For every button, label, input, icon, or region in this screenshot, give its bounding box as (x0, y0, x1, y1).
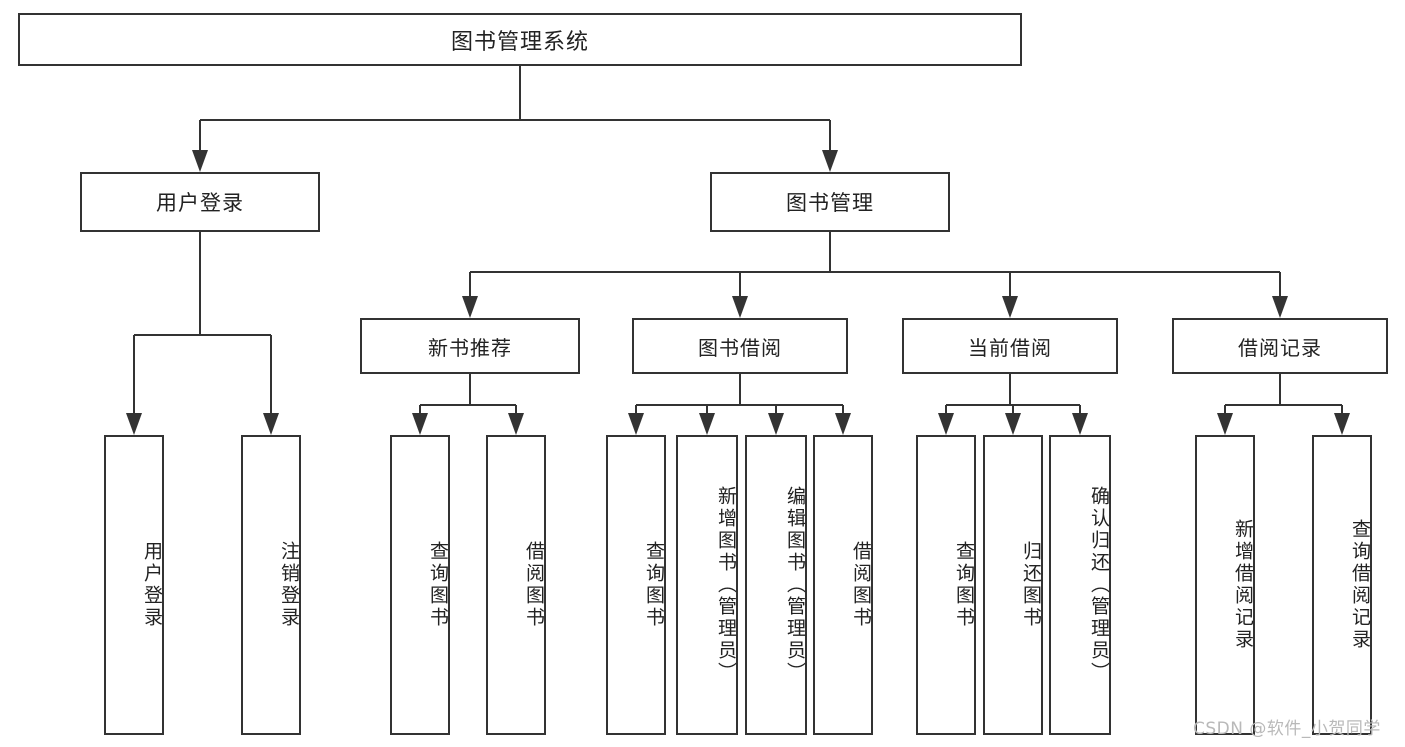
arrow-head-icon (126, 413, 142, 435)
arrow-head-icon (1272, 296, 1288, 318)
arrow-head-icon (732, 296, 748, 318)
node-label: 用户登录 (156, 191, 244, 215)
node-label: 新增图书（管理员） (715, 486, 737, 684)
node-root[interactable]: 图书管理系统 (18, 13, 1022, 66)
arrow-head-icon (699, 413, 715, 435)
node-label: 借阅图书 (523, 541, 545, 629)
arrow-head-icon (192, 150, 208, 172)
node-leaf1[interactable]: 用户登录 (104, 435, 164, 735)
node-leaf2[interactable]: 注销登录 (241, 435, 301, 735)
arrow-head-icon (768, 413, 784, 435)
node-label: 图书管理系统 (450, 29, 589, 55)
watermark-text: CSDN @软件_小贺同学 (1193, 719, 1381, 739)
node-label: 归还图书 (1020, 541, 1042, 629)
node-label: 查询借阅记录 (1349, 519, 1371, 651)
node-label: 借阅图书 (850, 541, 872, 629)
node-leaf3[interactable]: 查询图书 (390, 435, 450, 735)
node-new_book_rec[interactable]: 新书推荐 (360, 318, 580, 374)
arrow-head-icon (412, 413, 428, 435)
node-leaf9[interactable]: 查询图书 (916, 435, 976, 735)
node-label: 注销登录 (278, 541, 300, 629)
arrow-head-icon (462, 296, 478, 318)
node-label: 图书借阅 (698, 335, 782, 360)
node-label: 用户登录 (141, 541, 163, 629)
node-label: 查询图书 (643, 541, 665, 629)
node-label: 编辑图书（管理员） (784, 486, 806, 684)
node-book_mgmt[interactable]: 图书管理 (710, 172, 950, 232)
node-leaf8[interactable]: 借阅图书 (813, 435, 873, 735)
node-label: 当前借阅 (968, 335, 1052, 360)
node-user_login[interactable]: 用户登录 (80, 172, 320, 232)
arrow-head-icon (835, 413, 851, 435)
node-leaf5[interactable]: 查询图书 (606, 435, 666, 735)
arrow-head-icon (1072, 413, 1088, 435)
node-leaf12[interactable]: 新增借阅记录 (1195, 435, 1255, 735)
arrow-head-icon (1217, 413, 1233, 435)
node-label: 查询图书 (427, 541, 449, 629)
node-label: 图书管理 (786, 191, 874, 215)
arrow-head-icon (938, 413, 954, 435)
node-label: 新书推荐 (428, 335, 512, 360)
arrow-head-icon (508, 413, 524, 435)
node-leaf11[interactable]: 确认归还（管理员） (1049, 435, 1111, 735)
arrow-head-icon (628, 413, 644, 435)
node-label: 借阅记录 (1238, 335, 1322, 360)
node-leaf10[interactable]: 归还图书 (983, 435, 1043, 735)
arrow-head-icon (1002, 296, 1018, 318)
arrow-head-icon (263, 413, 279, 435)
arrow-head-icon (822, 150, 838, 172)
node-leaf4[interactable]: 借阅图书 (486, 435, 546, 735)
arrow-head-icon (1334, 413, 1350, 435)
node-borrow_log[interactable]: 借阅记录 (1172, 318, 1388, 374)
arrow-head-icon (1005, 413, 1021, 435)
node-label: 确认归还（管理员） (1088, 486, 1110, 684)
node-leaf7[interactable]: 编辑图书（管理员） (745, 435, 807, 735)
node-book_borrow[interactable]: 图书借阅 (632, 318, 848, 374)
node-leaf6[interactable]: 新增图书（管理员） (676, 435, 738, 735)
node-label: 查询图书 (953, 541, 975, 629)
node-label: 新增借阅记录 (1232, 519, 1254, 651)
node-leaf13[interactable]: 查询借阅记录 (1312, 435, 1372, 735)
node-cur_borrow[interactable]: 当前借阅 (902, 318, 1118, 374)
